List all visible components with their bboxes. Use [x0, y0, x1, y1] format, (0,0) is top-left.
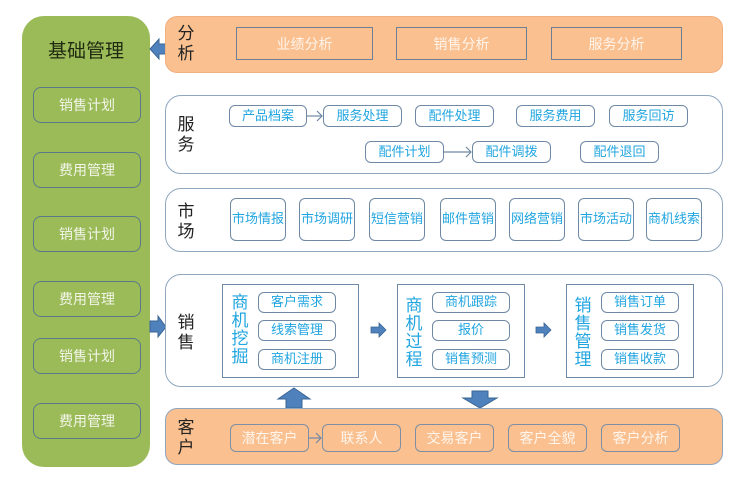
service-item-service-revisit[interactable]: 服务回访: [609, 105, 688, 127]
basic-management-title: 基础管理: [47, 40, 124, 62]
market-item-web-marketing[interactable]: 网络营销: [509, 198, 565, 241]
market-label-text: 市场: [177, 202, 195, 242]
market-item-research[interactable]: 市场调研: [299, 198, 355, 241]
item-line2: 营销: [537, 212, 564, 227]
sales-item-opportunity-tracking[interactable]: 商机跟踪: [432, 292, 510, 313]
basic-item-expense-2[interactable]: 费用管理: [33, 281, 141, 317]
service-item-parts-transfer[interactable]: 配件调拨: [472, 141, 551, 163]
arrow-up-icon: [276, 387, 312, 409]
basic-item-sales-plan-3[interactable]: 销售计划: [33, 338, 141, 374]
service-label-text: 服务: [177, 115, 195, 155]
service-item-parts-plan[interactable]: 配件计划: [365, 141, 444, 163]
analysis-item-service[interactable]: 服务分析: [551, 27, 682, 60]
sales-label: 销售: [176, 313, 196, 353]
customer-item-contacts[interactable]: 联系人: [322, 424, 401, 452]
service-item-parts-return[interactable]: 配件退回: [580, 141, 659, 163]
customer-item-analysis[interactable]: 客户分析: [601, 424, 680, 452]
item-line1: 邮件: [441, 212, 468, 227]
sales-label-text: 销售: [177, 313, 195, 353]
analysis-label: 分析: [176, 24, 196, 64]
basic-item-expense-1[interactable]: 费用管理: [33, 152, 141, 188]
item-line1: 商机: [647, 212, 674, 227]
arrow-right-icon: [370, 322, 387, 338]
customer-item-overview[interactable]: 客户全貌: [508, 424, 587, 452]
service-label: 服务: [176, 115, 196, 155]
market-item-leads[interactable]: 商机线索: [646, 198, 702, 241]
service-item-service-handling[interactable]: 服务处理: [323, 105, 402, 127]
basic-item-sales-plan-1[interactable]: 销售计划: [33, 87, 141, 123]
item-line1: 短信: [370, 212, 397, 227]
item-line2: 情报: [258, 212, 285, 227]
item-line2: 线索: [674, 212, 701, 227]
sales-item-sales-forecast[interactable]: 销售预测: [432, 349, 510, 370]
market-item-activities[interactable]: 市场活动: [578, 198, 634, 241]
arrow-down-icon: [461, 390, 499, 409]
customer-label: 客户: [176, 418, 196, 458]
customer-item-potential[interactable]: 潜在客户: [230, 424, 309, 452]
sales-group-title: 销售管理: [574, 296, 592, 370]
sales-item-opportunity-register[interactable]: 商机注册: [258, 349, 336, 370]
service-item-product-archive[interactable]: 产品档案: [229, 105, 307, 127]
sales-item-sales-order[interactable]: 销售订单: [601, 292, 679, 313]
basic-item-expense-3[interactable]: 费用管理: [33, 403, 141, 439]
arrow-right-icon: [149, 314, 167, 339]
sales-item-sales-delivery[interactable]: 销售发货: [601, 320, 679, 341]
sales-item-sales-collection[interactable]: 销售收款: [601, 349, 679, 370]
item-line1: 市场: [300, 212, 327, 227]
item-line2: 营销: [397, 212, 424, 227]
sales-group-title: 商机过程: [405, 296, 423, 370]
analysis-item-sales[interactable]: 销售分析: [396, 27, 527, 60]
basic-item-sales-plan-2[interactable]: 销售计划: [33, 216, 141, 252]
item-line2: 营销: [468, 212, 495, 227]
flow-arrow-icon: [307, 110, 323, 122]
customer-item-trading[interactable]: 交易客户: [415, 424, 494, 452]
item-line1: 市场: [231, 212, 258, 227]
market-item-email-marketing[interactable]: 邮件营销: [440, 198, 496, 241]
analysis-label-text: 分析: [177, 24, 195, 64]
item-line2: 活动: [606, 212, 633, 227]
item-line2: 调研: [327, 212, 354, 227]
flow-arrow-icon: [444, 146, 472, 158]
sales-item-lead-management[interactable]: 线索管理: [258, 320, 336, 341]
customer-label-text: 客户: [177, 418, 195, 458]
market-item-sms-marketing[interactable]: 短信营销: [369, 198, 425, 241]
item-line1: 网络: [510, 212, 537, 227]
analysis-item-performance[interactable]: 业绩分析: [236, 27, 373, 60]
flow-arrow-icon: [309, 432, 322, 444]
service-item-service-fee[interactable]: 服务费用: [516, 105, 595, 127]
sales-item-quotation[interactable]: 报价: [432, 320, 510, 341]
market-label: 市场: [176, 202, 196, 242]
sales-item-customer-needs[interactable]: 客户需求: [258, 292, 336, 313]
market-item-intelligence[interactable]: 市场情报: [230, 198, 286, 241]
item-line1: 市场: [579, 212, 606, 227]
arrow-right-icon: [535, 322, 552, 338]
sales-group-title: 商机挖掘: [231, 293, 249, 367]
service-item-parts-handling[interactable]: 配件处理: [415, 105, 494, 127]
